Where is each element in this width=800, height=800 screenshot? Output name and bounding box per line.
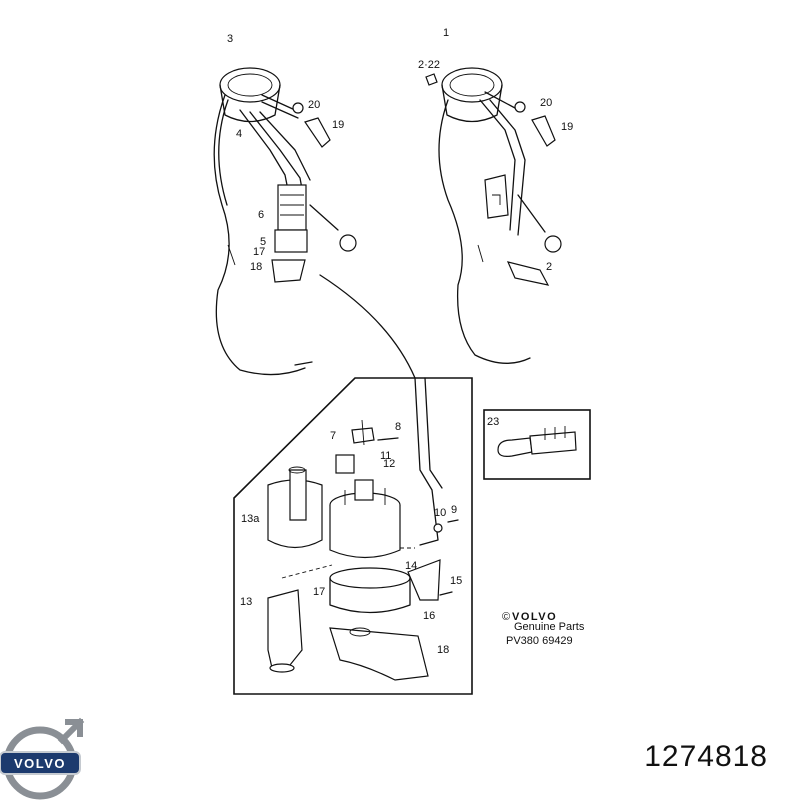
detail-frame bbox=[233, 377, 473, 695]
genuine-parts-text: Genuine Parts bbox=[514, 621, 585, 633]
volvo-logo-text: VOLVO bbox=[14, 756, 66, 771]
callout-5: 5 bbox=[260, 236, 266, 248]
callout-10: 10 bbox=[434, 507, 446, 519]
part-number: 1274818 bbox=[644, 740, 768, 773]
reference-code: PV380 69429 bbox=[506, 635, 573, 647]
callout-18-left: 18 bbox=[250, 261, 262, 273]
callout-2: 2 bbox=[546, 261, 552, 273]
callout-20-left: 20 bbox=[308, 99, 320, 111]
detail-leader-line bbox=[319, 274, 416, 379]
callout-6: 6 bbox=[258, 209, 264, 221]
callout-7: 7 bbox=[330, 430, 336, 442]
callout-13a: 13a bbox=[241, 513, 260, 525]
detail-parts bbox=[267, 377, 459, 681]
callout-23: 23 bbox=[487, 416, 499, 428]
callout-3: 3 bbox=[227, 33, 233, 45]
genuine-parts-mark: © VOLVO Genuine Parts PV380 69429 bbox=[502, 611, 585, 647]
terminal-connector bbox=[497, 426, 577, 457]
callout-12: 12 bbox=[383, 458, 395, 470]
volvo-logo: VOLVO bbox=[0, 717, 85, 800]
callout-11: 11 bbox=[380, 450, 391, 462]
callout-2-22: 2·22 bbox=[418, 59, 440, 71]
callout-13: 13 bbox=[240, 596, 252, 608]
callout-20-right: 20 bbox=[540, 97, 552, 109]
callout-18-detail: 18 bbox=[437, 644, 449, 656]
inset-23-frame bbox=[483, 409, 591, 480]
callout-4: 4 bbox=[236, 128, 242, 140]
callout-15: 15 bbox=[450, 575, 462, 587]
callout-8: 8 bbox=[395, 421, 401, 433]
callout-labels: 3 4 20 19 6 5 17 18 1 2·22 20 19 2 7 8 1… bbox=[227, 27, 573, 656]
callout-19-right: 19 bbox=[561, 121, 573, 133]
callout-14: 14 bbox=[405, 560, 417, 572]
callout-17-detail: 17 bbox=[313, 586, 325, 598]
right-sender-assembly bbox=[425, 67, 562, 364]
callout-1: 1 bbox=[443, 27, 449, 39]
copyright-symbol: © bbox=[502, 611, 510, 623]
callout-19-left: 19 bbox=[332, 119, 344, 131]
genuine-volvo-wordmark: VOLVO bbox=[512, 611, 557, 623]
callout-16: 16 bbox=[423, 610, 435, 622]
callout-9: 9 bbox=[451, 504, 457, 516]
callout-17-left: 17 bbox=[253, 246, 265, 258]
left-sender-assembly bbox=[213, 67, 357, 376]
